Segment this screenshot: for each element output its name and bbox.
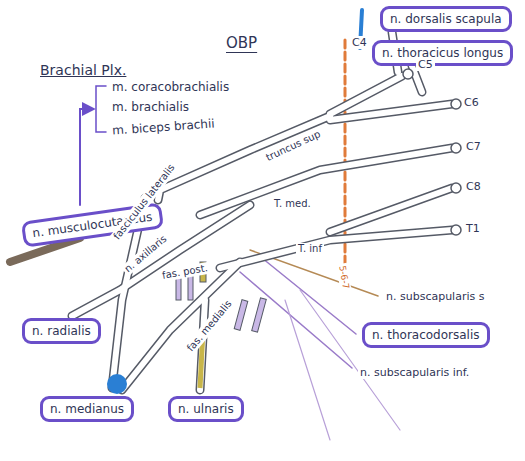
plexus-label: C8 xyxy=(464,180,483,193)
nerve-box: n. thoracicus longus xyxy=(372,40,513,66)
plexus-label: fasciculus lateralis xyxy=(110,160,179,243)
plexus-label: n. subscapularis inf. xyxy=(358,366,471,379)
page-title: OBP xyxy=(226,34,257,52)
plexus-label: n. subscapularis s xyxy=(384,290,486,303)
nerve-name: n. dorsalis scapula xyxy=(390,12,502,26)
nerve-box: n. medianus xyxy=(40,396,134,422)
nerve-name: n. radialis xyxy=(32,324,91,338)
nerve-box: n. dorsalis scapula xyxy=(380,6,512,32)
plexus-label: m. biceps brachii xyxy=(110,116,217,138)
nerve-name: n. thoracicus longus xyxy=(382,46,503,60)
plexus-label: C4 xyxy=(350,36,369,49)
plexus-label: m. brachialis xyxy=(110,100,191,114)
nerve-box: n. radialis xyxy=(22,318,101,344)
plexus-label: C7 xyxy=(464,140,483,153)
plexus-label: T. inf xyxy=(296,243,324,255)
plexus-label: 5-6-7 xyxy=(336,263,351,292)
plexus-label: m. coracobrachialis xyxy=(110,80,231,94)
nerve-box: n. thoracodorsalis xyxy=(362,322,490,348)
nerve-name: n. ulnaris xyxy=(178,402,234,416)
nerve-name: n. thoracodorsalis xyxy=(372,328,480,342)
plexus-label: C6 xyxy=(462,96,481,109)
plexus-label: T. med. xyxy=(272,198,313,210)
plexus-label: T1 xyxy=(464,222,482,235)
nerve-box: n. ulnaris xyxy=(168,396,244,422)
nerve-name: n. medianus xyxy=(50,402,124,416)
plexus-label: Brachial Plx. xyxy=(38,62,128,79)
plexus-label: C5 xyxy=(416,58,435,71)
